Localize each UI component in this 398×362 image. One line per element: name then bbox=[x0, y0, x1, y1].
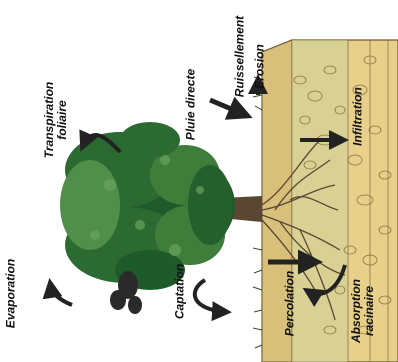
label-evaporation: Evaporation bbox=[5, 249, 18, 339]
tree-foliage bbox=[60, 122, 235, 290]
pluie-directe-arrow bbox=[210, 100, 248, 116]
captation-arrow bbox=[195, 280, 228, 312]
label-captation: Captation bbox=[174, 252, 187, 332]
label-infiltration: Infiltration bbox=[352, 77, 365, 157]
evaporation-arrow bbox=[50, 282, 72, 305]
label-transpiration-line2: foliaire bbox=[56, 70, 69, 170]
label-transpiration: Transpiration foliaire bbox=[43, 70, 73, 170]
label-absorption-line2: racinaire bbox=[363, 266, 376, 356]
label-pluie-directe: Pluie directe bbox=[185, 60, 198, 150]
label-absorption: Absorption racinaire bbox=[350, 266, 380, 356]
label-erosion: Erosion bbox=[254, 40, 267, 94]
label-ruissellement: Ruissellement bbox=[234, 12, 247, 102]
label-percolation: Percolation bbox=[284, 262, 297, 346]
